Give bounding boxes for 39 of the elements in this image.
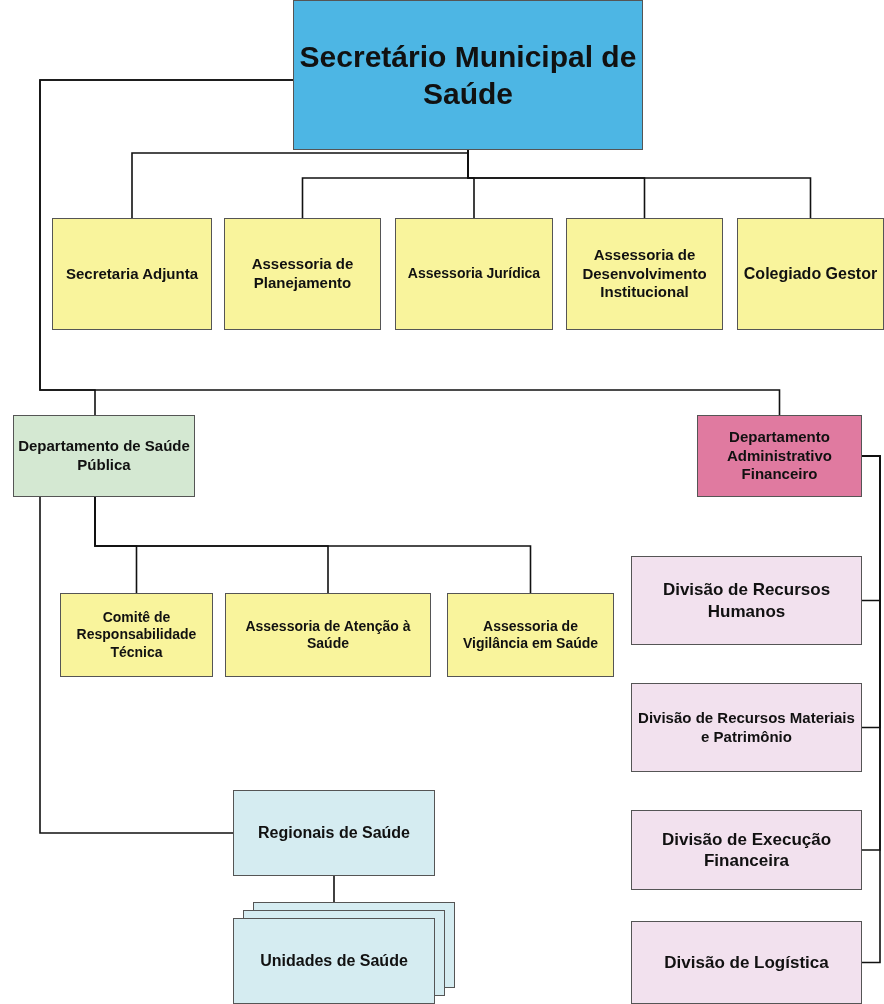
box-label: Secretário Municipal de Saúde (298, 38, 638, 112)
box-label: Divisão de Logística (664, 951, 829, 974)
box-label: Assessoria de Vigilância em Saúde (461, 617, 600, 653)
regional-box (233, 790, 435, 876)
box-label: Divisão de Recursos Humanos (661, 579, 832, 622)
box-label: Divisão de Recursos Materiais e Patrimônio (637, 708, 856, 747)
box-label: Assessoria de Desenvolvimento Institucional (581, 245, 708, 303)
box-label: Regionais de Saúde (257, 823, 410, 843)
department-box (697, 415, 862, 497)
office-box (447, 593, 614, 677)
office-box (566, 218, 723, 330)
division-box (631, 810, 862, 890)
box-label: Secretaria Adjunta (66, 264, 198, 284)
office-box (395, 218, 553, 330)
box-label: Assessoria de Atenção à Saúde (244, 617, 412, 653)
division-box (631, 683, 862, 772)
division-box (631, 921, 862, 1004)
box-label: Departamento Administrativo Financeiro (726, 427, 833, 485)
connector-line (861, 455, 881, 964)
box-label: Departamento de Saúde Pública (18, 437, 190, 475)
head-box (293, 0, 643, 150)
office-box (737, 218, 884, 330)
box-label: Divisão de Execução Financeira (660, 828, 833, 872)
connector-line (94, 496, 532, 594)
box-label: Unidades de Saúde (260, 951, 408, 971)
office-box (225, 593, 431, 677)
unit-box (233, 918, 435, 1004)
division-box (631, 556, 862, 645)
department-box (13, 415, 195, 497)
office-box (224, 218, 381, 330)
connector-line (39, 79, 781, 416)
office-box (52, 218, 212, 330)
connector-line (39, 496, 234, 834)
box-label: Assessoria de Planejamento (250, 255, 355, 293)
box-label: Colegiado Gestor (743, 264, 878, 284)
box-label: Comitê de Responsabilidade Técnica (75, 608, 198, 662)
connector-line (131, 149, 469, 219)
box-label: Assessoria Jurídica (407, 265, 541, 283)
office-box (60, 593, 213, 677)
